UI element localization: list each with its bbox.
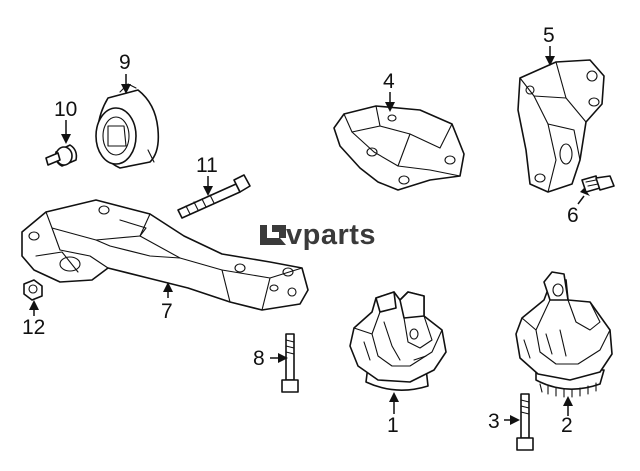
part-3-bolt — [516, 393, 534, 451]
callout-4: 4 — [383, 70, 395, 93]
callout-7: 7 — [161, 300, 173, 323]
callout-6: 6 — [567, 204, 579, 227]
callouts: 9 10 11 4 5 6 7 12 1 2 8 3 — [22, 24, 579, 437]
callout-12: 12 — [22, 316, 45, 339]
callout-10: 10 — [54, 98, 77, 121]
leader-lines — [29, 46, 590, 425]
part-6-bolt — [581, 175, 615, 193]
part-5-bracket — [517, 59, 605, 193]
part-4-bracket — [333, 105, 465, 191]
part-8-bolt — [281, 333, 299, 393]
part-7-crossmember — [21, 199, 309, 311]
callout-5: 5 — [543, 24, 555, 47]
callout-9: 9 — [119, 51, 131, 74]
watermark: vparts — [260, 219, 376, 251]
callout-1: 1 — [387, 414, 399, 437]
lvparts-logo-mark — [260, 225, 286, 245]
callout-2: 2 — [561, 414, 573, 437]
watermark-text: vparts — [286, 219, 376, 251]
part-11-long-bolt — [177, 174, 251, 219]
callout-3: 3 — [488, 410, 500, 433]
part-10-stud — [45, 144, 78, 167]
callout-11: 11 — [196, 154, 218, 177]
part-12-nut — [23, 279, 43, 301]
callout-8: 8 — [253, 347, 265, 370]
part-2-engine-mount — [515, 271, 613, 398]
part-1-engine-mount — [349, 291, 447, 391]
part-9-bushing — [95, 83, 160, 169]
